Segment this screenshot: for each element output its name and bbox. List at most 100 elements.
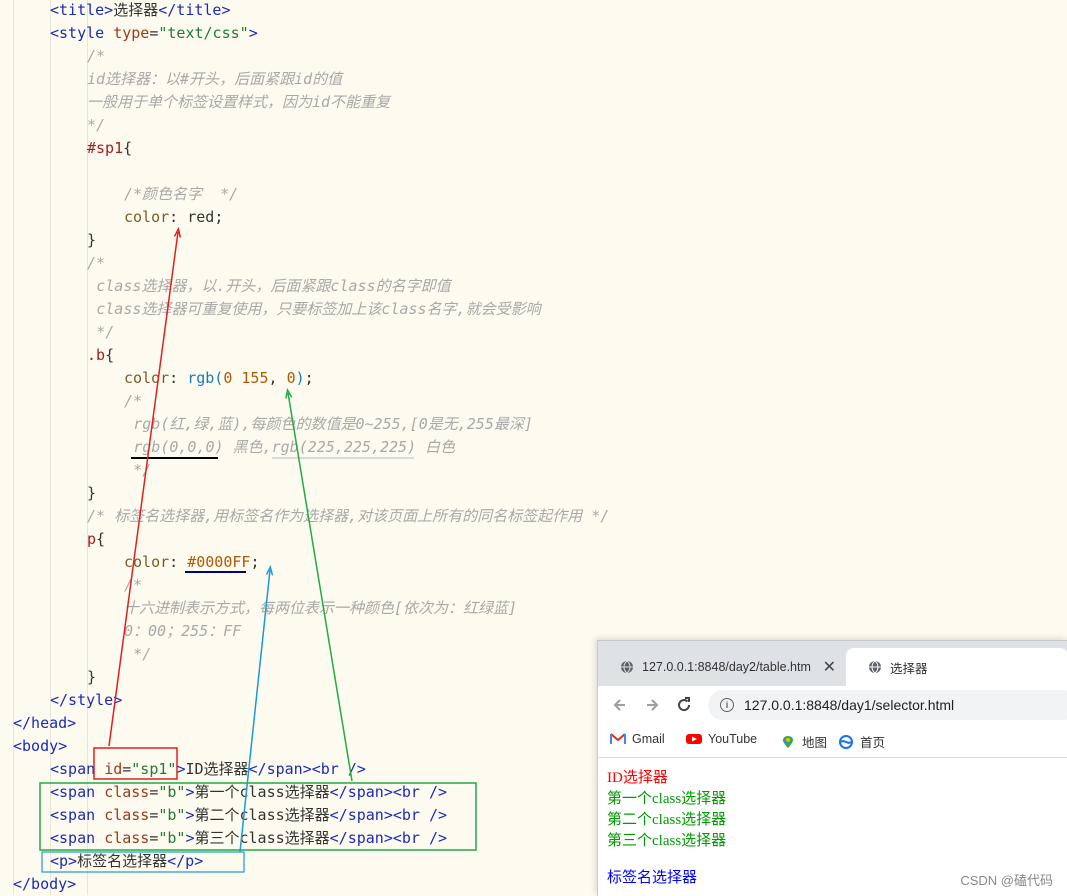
code-token: <span bbox=[50, 783, 105, 801]
code-line: } bbox=[87, 482, 96, 505]
bookmark-gmail[interactable]: Gmail bbox=[610, 732, 665, 746]
id-selector-text: ID选择器 bbox=[607, 770, 668, 786]
code-token: </style> bbox=[50, 691, 123, 709]
code-line: <span class="b">第二个class选择器</span><br /> bbox=[50, 804, 447, 827]
code-token: class选择器，以.开头，后面紧跟class的名字即值 bbox=[96, 277, 451, 295]
code-token: ) bbox=[295, 369, 305, 387]
home-icon bbox=[839, 734, 853, 749]
code-token: /* bbox=[87, 254, 106, 272]
watermark: CSDN @磕代码 bbox=[960, 873, 1053, 888]
globe-icon bbox=[621, 660, 633, 674]
code-token: } bbox=[87, 231, 97, 249]
code-token: 0 bbox=[286, 369, 296, 387]
code-token: <title> bbox=[50, 1, 114, 19]
code-line: /*颜色名字 */ bbox=[124, 183, 238, 206]
code-token: /*颜色名字 */ bbox=[124, 185, 239, 203]
reload-button[interactable] bbox=[674, 695, 694, 715]
code-token: } bbox=[87, 484, 97, 502]
code-token: p bbox=[87, 530, 97, 548]
indent-guide bbox=[50, 0, 51, 895]
globe-icon bbox=[869, 660, 881, 674]
code-token: <style bbox=[50, 24, 114, 42]
code-token: > bbox=[185, 783, 195, 801]
code-line: class选择器，以.开头，后面紧跟class的名字即值 bbox=[96, 275, 450, 298]
close-icon[interactable]: ✕ bbox=[822, 659, 836, 676]
code-token: > bbox=[185, 829, 195, 847]
code-token: 0：00；255：FF bbox=[124, 622, 242, 640]
code-line: */ bbox=[87, 114, 105, 137]
tab-table[interactable]: 127.0.0.1:8848/day2/table.htm ✕ bbox=[598, 648, 846, 686]
code-line: */ bbox=[133, 459, 151, 482]
maps-icon bbox=[782, 735, 793, 748]
code-token: 第二个class选择器 bbox=[194, 806, 330, 824]
code-token: */ bbox=[133, 461, 152, 479]
code-token: 标签名选择器 bbox=[77, 852, 168, 870]
code-line: <title>选择器</title> bbox=[50, 0, 230, 22]
bookmarks-bar: Gmail YouTube 地图 首页 bbox=[598, 724, 1067, 758]
code-token: rgb(红,绿,蓝),每颜色的数值是0~255,[0是无,255最深] bbox=[133, 415, 533, 433]
code-line: p{ bbox=[87, 528, 105, 551]
back-button[interactable] bbox=[610, 695, 630, 715]
code-token: </body> bbox=[13, 875, 77, 893]
code-token: color bbox=[124, 208, 170, 226]
code-line: <style type="text/css"> bbox=[50, 22, 258, 45]
bookmark-home[interactable]: 首页 bbox=[838, 732, 885, 751]
code-token: class选择器可重复使用，只要标签加上该class名字,就会受影响 bbox=[96, 300, 541, 318]
code-line: id选择器：以#开头，后面紧跟id的值 bbox=[87, 68, 342, 91]
arrow-left-icon bbox=[613, 699, 625, 711]
code-token: </head> bbox=[13, 714, 77, 732]
code-token: /* 标签名选择器,用标签名作为选择器,对该页面上所有的同名标签起作用 */ bbox=[87, 507, 610, 525]
class-selector-text: 第一个class选择器 bbox=[607, 791, 727, 807]
code-token: #sp1 bbox=[87, 139, 124, 157]
code-token: : bbox=[169, 369, 188, 387]
code-line: /* bbox=[87, 252, 105, 275]
code-line: rgb(0,0,0) 黑色,rgb(225,225,225) 白色 bbox=[133, 436, 455, 459]
info-icon[interactable]: i bbox=[720, 698, 734, 712]
code-line: 十六进制表示方式，每两位表示一种颜色[依次为：红绿蓝] bbox=[124, 597, 517, 620]
code-token: ; bbox=[250, 553, 260, 571]
tab-label: 127.0.0.1:8848/day2/table.htm bbox=[642, 660, 811, 674]
code-token: /* bbox=[87, 47, 106, 65]
address-bar[interactable]: i 127.0.0.1:8848/day1/selector.html bbox=[708, 690, 1067, 720]
code-token: </span><br /> bbox=[329, 806, 448, 824]
code-line: <body> bbox=[13, 735, 67, 758]
bookmark-youtube[interactable]: YouTube bbox=[686, 732, 757, 746]
code-line: color: rgb(0 155, 0); bbox=[124, 367, 314, 390]
code-token: </title> bbox=[158, 1, 231, 19]
code-token: 0 155 bbox=[223, 369, 269, 387]
code-token: rgb(0,0,0) 黑色,rgb(225,225,225) 白色 bbox=[133, 438, 456, 456]
tab-bar: 127.0.0.1:8848/day2/table.htm ✕ 选择器 bbox=[598, 641, 1067, 686]
code-line: </style> bbox=[50, 689, 122, 712]
bookmark-label: Gmail bbox=[632, 732, 665, 746]
forward-button[interactable] bbox=[642, 695, 662, 715]
tag-selector-text: 标签名选择器 bbox=[607, 870, 698, 886]
code-token: */ bbox=[96, 323, 115, 341]
code-token: class bbox=[104, 806, 150, 824]
code-line: <p>标签名选择器</p> bbox=[50, 850, 203, 873]
code-token: </p> bbox=[167, 852, 204, 870]
code-line: } bbox=[87, 229, 96, 252]
code-line: 0：00；255：FF bbox=[124, 620, 241, 643]
code-token: type bbox=[113, 24, 150, 42]
code-line: rgb(红,绿,蓝),每颜色的数值是0~255,[0是无,255最深] bbox=[133, 413, 533, 436]
code-token: rgb( bbox=[187, 369, 224, 387]
code-line: */ bbox=[133, 643, 151, 666]
browser-window: 127.0.0.1:8848/day2/table.htm ✕ 选择器 i 12… bbox=[597, 640, 1067, 896]
code-token: class bbox=[104, 783, 150, 801]
code-token: red bbox=[187, 208, 215, 226]
code-token: { bbox=[123, 139, 133, 157]
code-line: <span id="sp1">ID选择器</span><br /> bbox=[50, 758, 366, 781]
code-token: <p> bbox=[50, 852, 78, 870]
code-line: /* 标签名选择器,用标签名作为选择器,对该页面上所有的同名标签起作用 */ bbox=[87, 505, 609, 528]
tab-selector[interactable]: 选择器 bbox=[846, 648, 1067, 686]
bookmark-maps[interactable]: 地图 bbox=[780, 732, 827, 751]
code-token: </span><br /> bbox=[248, 760, 366, 778]
reload-icon bbox=[678, 697, 691, 712]
code-line: color: #0000FF; bbox=[124, 551, 259, 574]
class-selector-text: 第二个class选择器 bbox=[607, 812, 727, 828]
code-token: 第一个class选择器 bbox=[194, 783, 330, 801]
tab-label: 选择器 bbox=[890, 661, 928, 676]
code-line: .b{ bbox=[87, 344, 114, 367]
gmail-icon bbox=[610, 733, 626, 744]
bookmark-label: 首页 bbox=[860, 736, 886, 750]
